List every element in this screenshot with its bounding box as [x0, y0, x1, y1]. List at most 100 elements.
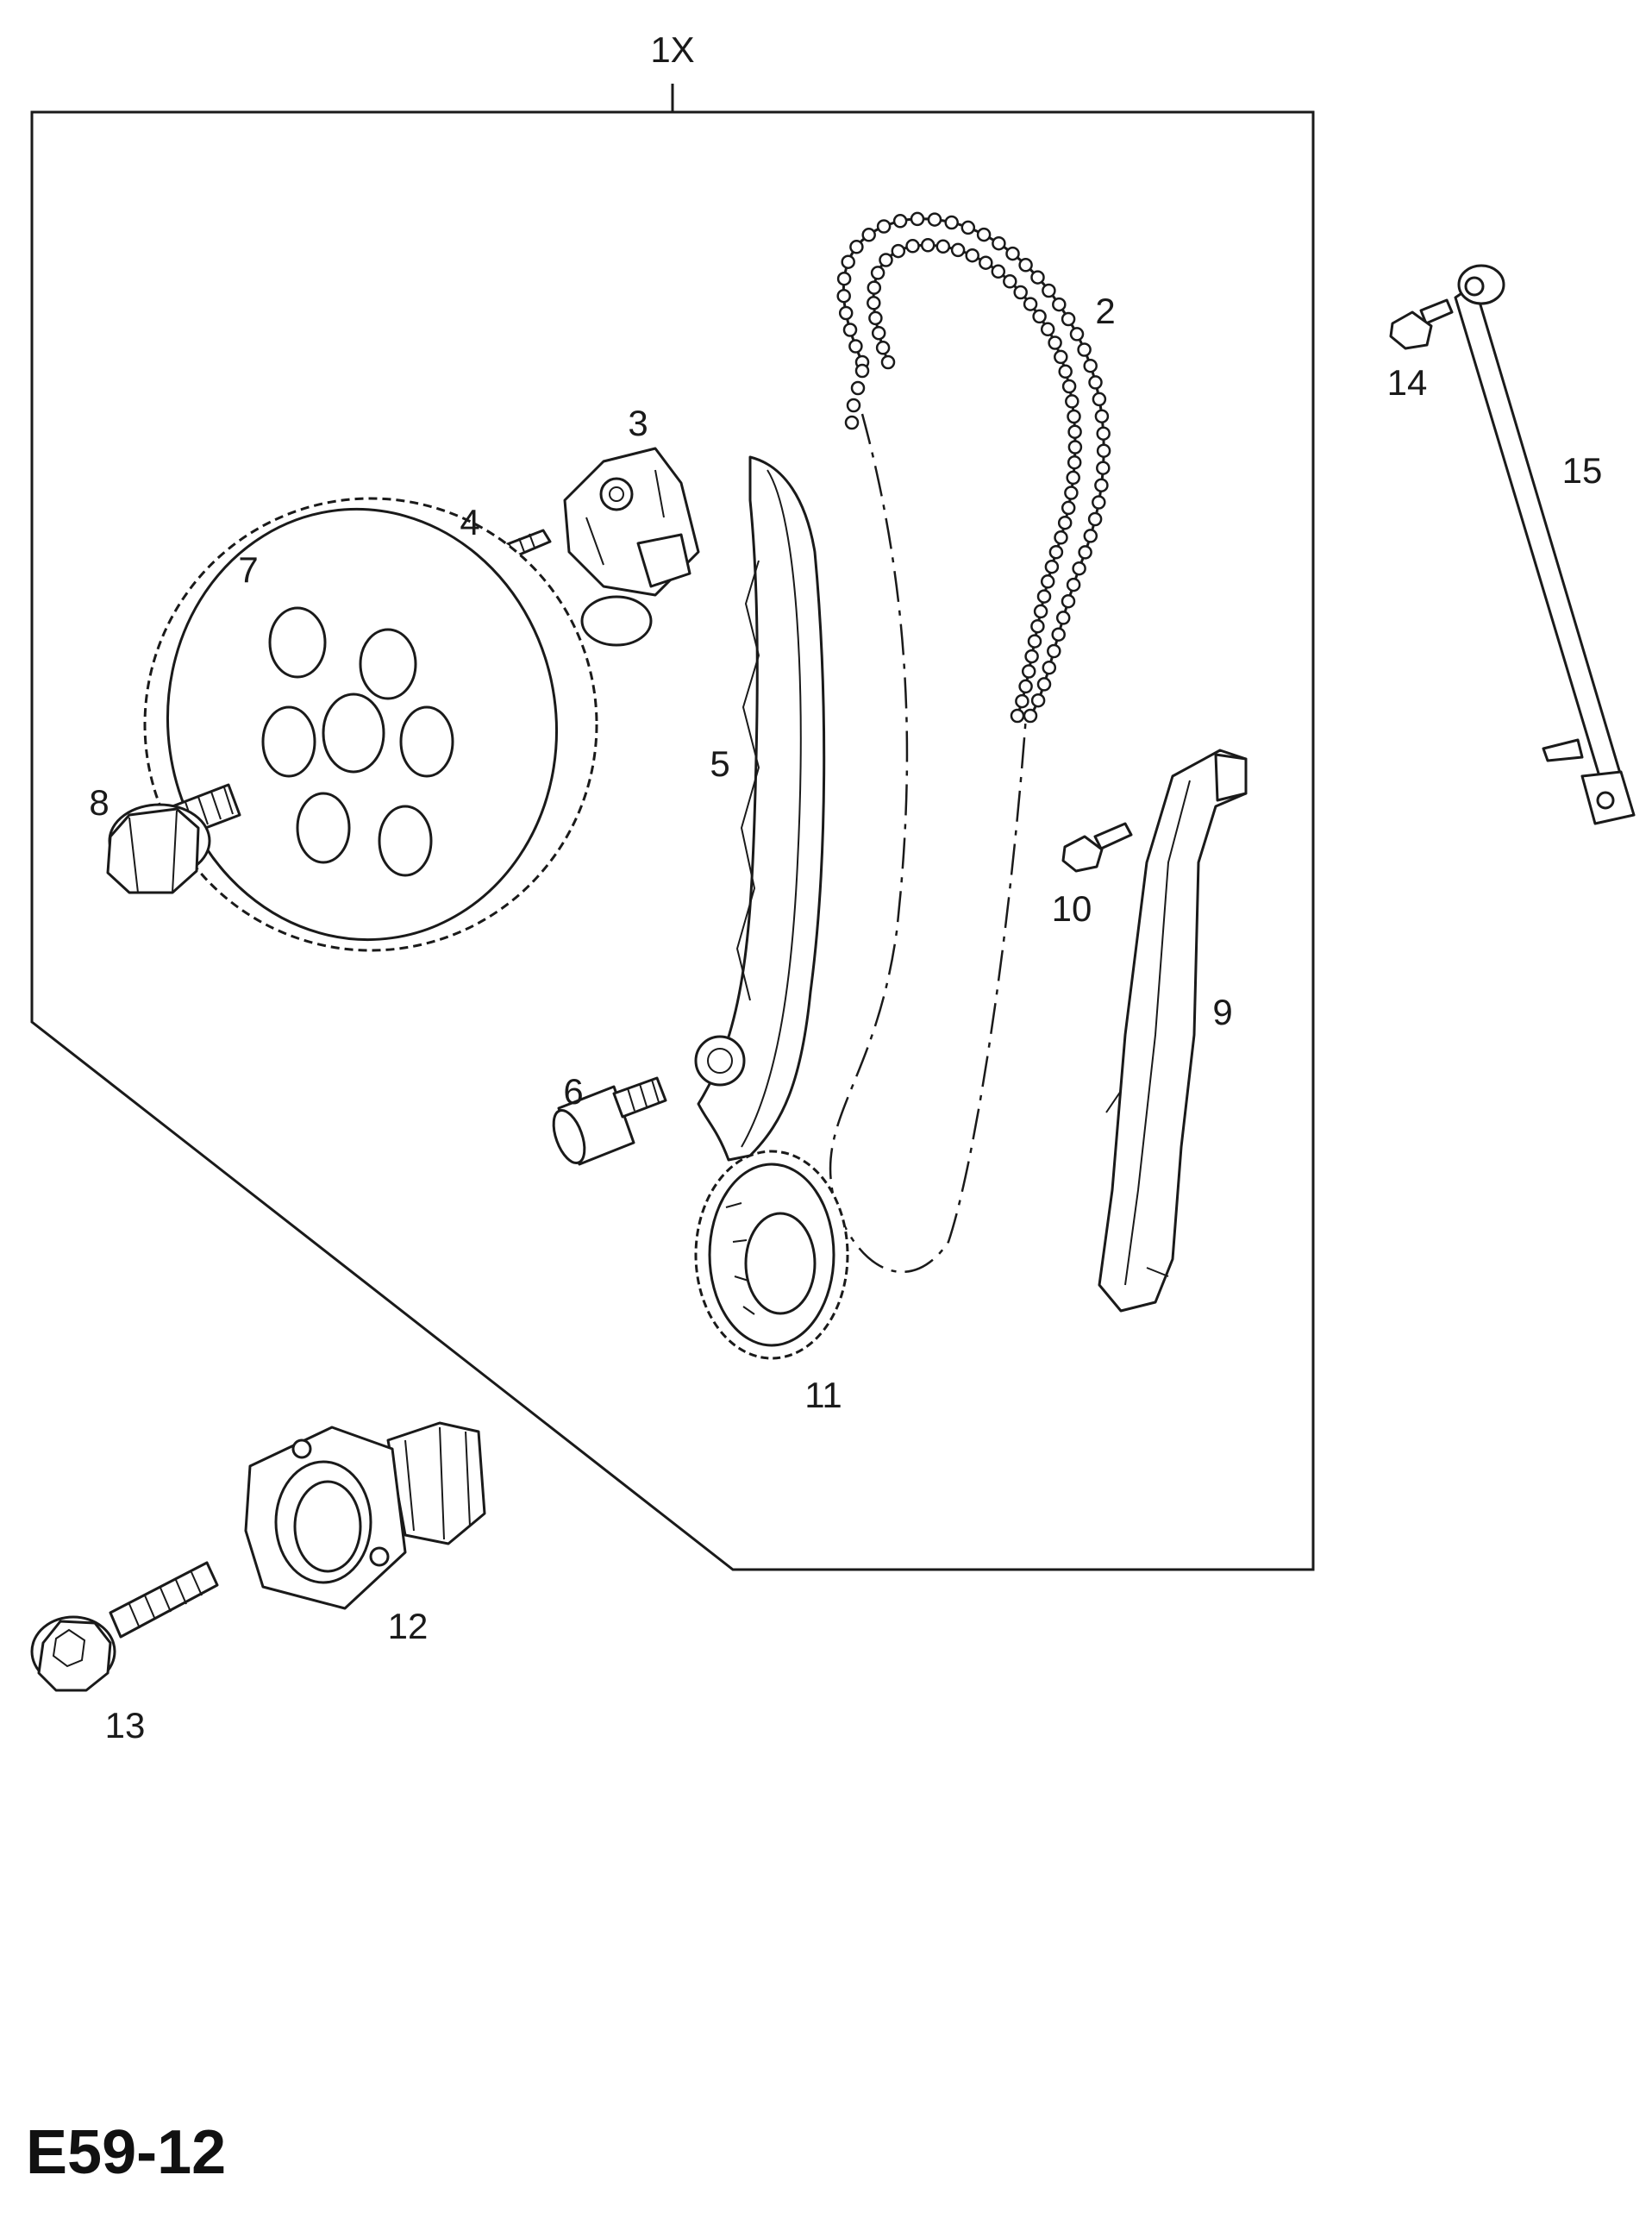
chain-link	[1072, 561, 1086, 576]
chain-link	[1061, 379, 1077, 394]
chain-link	[1040, 574, 1055, 589]
crankshaft-sprocket	[694, 1150, 849, 1360]
chain-link	[1057, 515, 1073, 530]
chain-link	[868, 310, 883, 326]
chain-link	[1042, 283, 1056, 298]
chain-link	[1018, 258, 1033, 273]
callout-10: 10	[1052, 888, 1092, 929]
chain-link	[950, 242, 966, 258]
chain-link	[867, 296, 881, 310]
chain-link	[876, 219, 892, 234]
bolt-14	[1389, 298, 1454, 350]
chain-link	[1052, 297, 1067, 312]
chain-link	[1092, 392, 1107, 407]
guide-rod	[1454, 264, 1636, 825]
chain-link	[1033, 604, 1048, 619]
chain-link	[849, 240, 864, 254]
chain-link	[1067, 409, 1081, 424]
chain-link	[1027, 634, 1042, 649]
callout-5: 5	[710, 743, 729, 784]
callouts: 2 3 4 5 6 7 8 9 10 11 12 13 14 15	[89, 291, 1602, 1746]
chain-link	[875, 341, 891, 355]
chain-link	[1096, 426, 1111, 441]
chain-guide-rail	[694, 455, 826, 1162]
chain-link	[1032, 309, 1047, 324]
chain-link	[1048, 335, 1062, 350]
chain-link	[846, 398, 861, 413]
chain-link	[1096, 461, 1111, 475]
chain-link	[1036, 589, 1052, 604]
chain-link	[1030, 618, 1045, 634]
chain-link	[836, 271, 852, 286]
chain-link	[905, 239, 920, 254]
chain-link	[1044, 559, 1060, 574]
chain-link	[1094, 478, 1109, 492]
chain-link	[880, 354, 896, 370]
chain-link	[961, 220, 976, 235]
chain-link	[879, 253, 893, 267]
chain-link	[965, 248, 979, 263]
timing-chain	[829, 211, 1111, 1274]
camshaft-sprocket	[143, 497, 598, 952]
chain-link	[850, 380, 866, 396]
tensioner-housing	[244, 1421, 486, 1610]
chain-link	[861, 228, 876, 242]
callout-6: 6	[563, 1071, 583, 1112]
chain-link	[1036, 677, 1052, 692]
chain-link	[991, 264, 1006, 279]
callout-11: 11	[804, 1375, 842, 1415]
chain-link	[979, 255, 993, 270]
chain-link	[1055, 611, 1071, 625]
chain-links	[836, 211, 1111, 724]
chain-link	[1067, 440, 1083, 454]
chain-link	[1092, 495, 1106, 510]
chain-link	[1077, 342, 1092, 357]
chain-link	[1083, 529, 1098, 543]
chain-link	[1051, 627, 1066, 642]
chain-link	[848, 339, 863, 354]
chain-link	[891, 243, 906, 259]
chain-link	[871, 325, 886, 341]
chain-link	[1054, 349, 1068, 365]
chain-link	[842, 323, 858, 337]
chain-link	[1040, 322, 1055, 337]
chain-link	[841, 254, 855, 269]
chain-link	[838, 305, 854, 321]
chain-link	[944, 215, 959, 230]
chain-link	[920, 238, 936, 253]
assembly-label: 1X	[650, 29, 694, 70]
chain-link	[1061, 311, 1076, 327]
chain-link	[1023, 708, 1038, 724]
chain-link	[1087, 511, 1103, 527]
chain-link	[836, 288, 851, 304]
chain-link	[844, 415, 860, 430]
chain-link	[892, 214, 908, 229]
callout-12: 12	[388, 1606, 429, 1646]
chain-link	[1010, 708, 1025, 724]
chain-link	[1083, 358, 1098, 373]
chain-link	[1065, 394, 1079, 409]
chain-link	[1030, 270, 1045, 285]
chain-link	[927, 212, 942, 227]
guide-pin-6	[552, 1076, 667, 1166]
chain-link	[1096, 443, 1111, 458]
callout-14: 14	[1387, 362, 1428, 403]
chain-link	[1061, 593, 1076, 609]
chain-link	[1094, 409, 1110, 423]
callout-15: 15	[1562, 450, 1603, 491]
torx-bolt-13	[30, 1561, 219, 1692]
callout-8: 8	[89, 782, 109, 823]
chain-link	[1042, 660, 1057, 675]
chain-link	[1061, 500, 1076, 516]
chain-link	[1003, 274, 1017, 289]
chain-link	[1064, 486, 1079, 500]
chain-link	[1058, 364, 1073, 379]
chain-link	[1067, 424, 1082, 439]
tensioner-rail	[1098, 749, 1248, 1313]
chain-link	[1078, 545, 1092, 560]
chain-link	[1021, 664, 1036, 679]
chain-link	[854, 363, 870, 379]
chain-link	[1066, 577, 1081, 592]
callout-2: 2	[1095, 291, 1115, 331]
